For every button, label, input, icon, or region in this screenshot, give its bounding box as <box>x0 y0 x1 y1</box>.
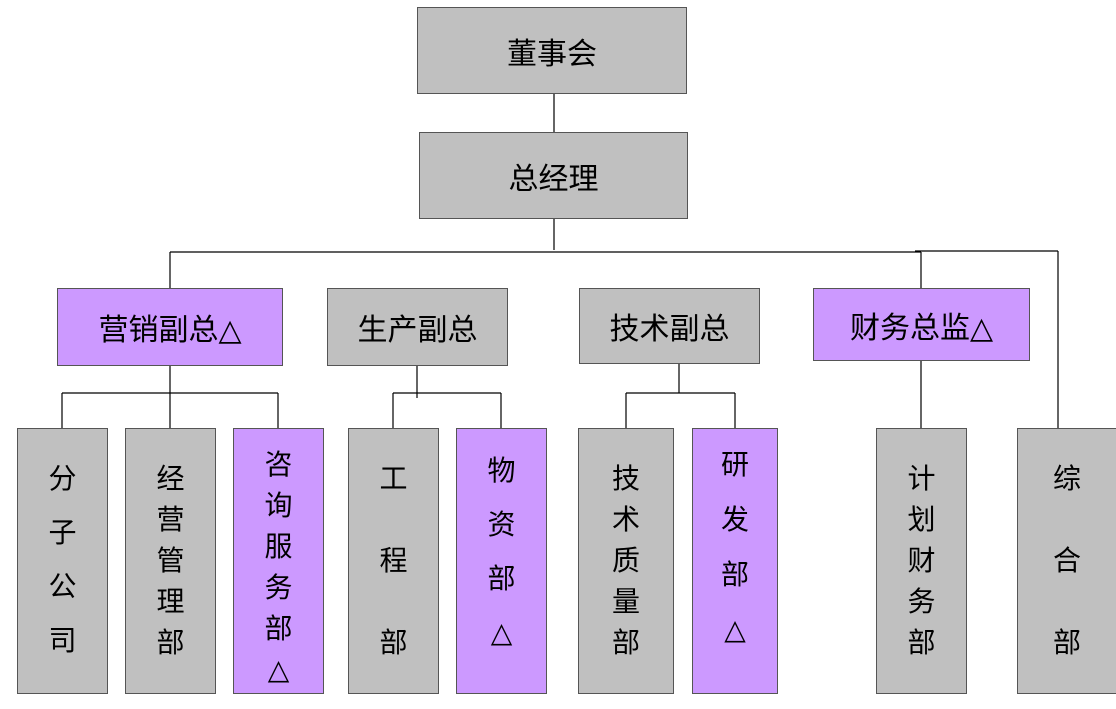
dept-materials-char: 物 <box>487 454 516 487</box>
vp-marketing-box: 营销副总△ <box>57 288 283 366</box>
dept-general-char: 综 <box>1052 462 1081 495</box>
dept-tech-quality-char: 技 <box>611 462 640 495</box>
vp-finance-box: 财务总监△ <box>813 288 1030 361</box>
dept-rnd-box: 研 发 部 △ <box>692 428 778 694</box>
dept-consulting-char: 询 <box>264 489 293 522</box>
board-box: 董事会 <box>417 7 687 94</box>
dept-branch-char: 分 <box>48 462 77 495</box>
dept-planning-finance-char: 计 <box>907 462 936 495</box>
board-label: 董事会 <box>507 36 597 72</box>
dept-business-mgmt-char: 营 <box>156 503 185 536</box>
vp-finance-label: 财务总监△ <box>849 310 994 346</box>
dept-rnd-char: 发 <box>720 503 749 536</box>
dept-consulting-char: 咨 <box>264 448 293 481</box>
dept-tech-quality-char: 部 <box>611 626 640 659</box>
dept-rnd-char: △ <box>724 613 746 646</box>
dept-branch-box: 分 子 公 司 <box>17 428 108 694</box>
dept-engineering-box: 工 程 部 <box>348 428 439 694</box>
dept-general-char: 合 <box>1052 544 1081 577</box>
dept-engineering-char: 程 <box>379 544 408 577</box>
gm-label: 总经理 <box>508 161 599 197</box>
dept-business-mgmt-char: 经 <box>156 462 185 495</box>
dept-planning-finance-box: 计 划 财 务 部 <box>876 428 967 694</box>
dept-tech-quality-box: 技 术 质 量 部 <box>578 428 674 694</box>
vp-technology-box: 技术副总 <box>579 288 760 364</box>
dept-tech-quality-char: 量 <box>611 585 640 618</box>
vp-production-box: 生产副总 <box>327 288 508 366</box>
dept-planning-finance-char: 务 <box>907 585 936 618</box>
vp-technology-label: 技术副总 <box>609 312 730 347</box>
vp-marketing-label: 营销副总△ <box>98 313 242 348</box>
dept-business-mgmt-box: 经 营 管 理 部 <box>125 428 216 694</box>
gm-box: 总经理 <box>419 132 688 219</box>
dept-planning-finance-char: 部 <box>907 626 936 659</box>
dept-rnd-char: 部 <box>720 558 749 591</box>
vp-production-label: 生产副总 <box>357 313 478 348</box>
dept-materials-box: 物 资 部 △ <box>456 428 547 694</box>
dept-business-mgmt-char: 管 <box>156 544 185 577</box>
dept-engineering-char: 部 <box>379 626 408 659</box>
dept-general-char: 部 <box>1052 626 1081 659</box>
dept-business-mgmt-char: 理 <box>156 585 185 618</box>
dept-business-mgmt-char: 部 <box>156 626 185 659</box>
dept-materials-char: 资 <box>487 508 516 541</box>
dept-consulting-char: 服 <box>264 530 293 563</box>
dept-planning-finance-char: 划 <box>907 503 936 536</box>
dept-materials-char: 部 <box>487 562 516 595</box>
dept-consulting-char: △ <box>267 653 290 686</box>
dept-rnd-char: 研 <box>720 448 749 481</box>
dept-tech-quality-char: 质 <box>611 544 640 577</box>
dept-engineering-char: 工 <box>379 462 408 495</box>
dept-planning-finance-char: 财 <box>907 544 936 577</box>
dept-general-box: 综 合 部 <box>1017 428 1116 694</box>
dept-consulting-char: 部 <box>264 612 293 645</box>
dept-branch-char: 公 <box>48 570 77 603</box>
dept-consulting-box: 咨 询 服 务 部 △ <box>233 428 324 694</box>
dept-consulting-char: 务 <box>264 571 293 604</box>
dept-branch-char: 子 <box>48 516 77 549</box>
dept-materials-char: △ <box>490 616 513 649</box>
dept-tech-quality-char: 术 <box>611 503 640 536</box>
dept-branch-char: 司 <box>48 624 77 657</box>
